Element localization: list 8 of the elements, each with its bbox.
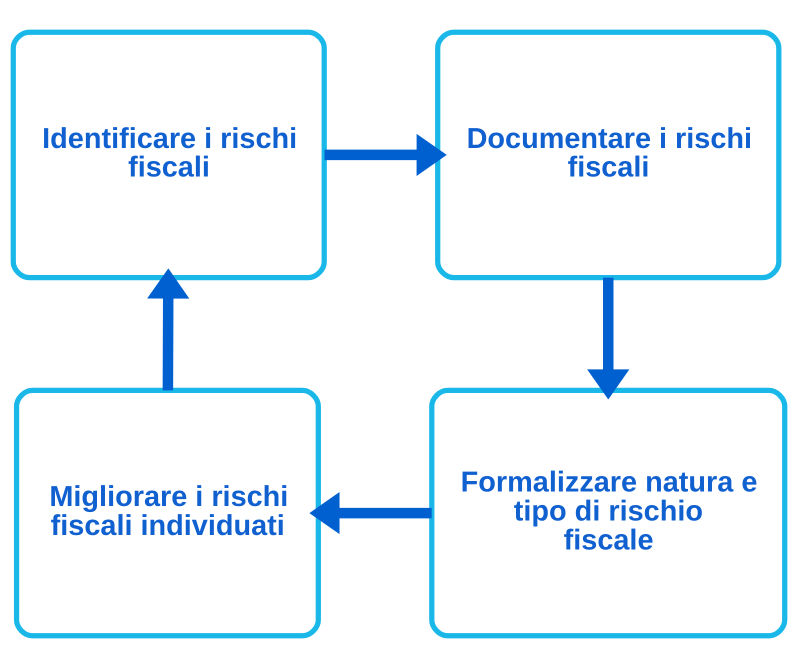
node-box: Migliorare i rischi fiscali individuati xyxy=(14,388,321,638)
node-box: Documentare i rischi fiscali xyxy=(435,30,782,280)
arrow xyxy=(587,278,630,400)
node-box: Identificare i rischi fiscali xyxy=(10,30,327,280)
arrow xyxy=(309,492,432,534)
arrow xyxy=(324,134,447,176)
node-box: Formalizzare natura e tipo di rischio fiscale xyxy=(429,388,788,638)
arrow xyxy=(147,268,190,390)
